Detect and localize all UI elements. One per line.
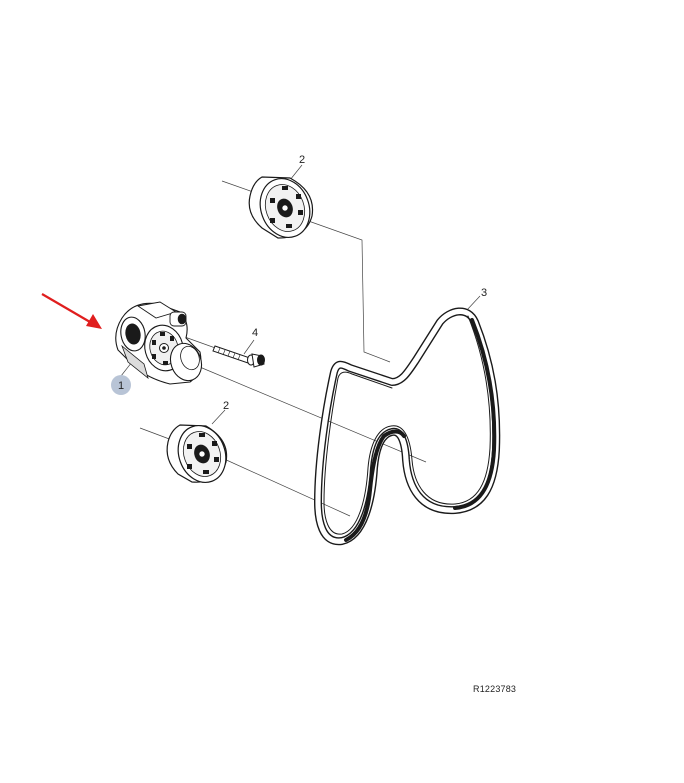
tensioner-bolt <box>212 345 265 368</box>
drawing-reference-code: R1223783 <box>473 684 517 694</box>
highlighted-callout-tensioner: 1 <box>111 375 131 395</box>
lower-idler-pulley <box>166 424 228 483</box>
highlight-badge <box>111 375 131 395</box>
callout-idler-upper: 2 <box>299 154 305 166</box>
callout-idler-lower: 2 <box>223 400 229 412</box>
callout-leader-lines <box>120 164 481 425</box>
serpentine-drive-belt <box>314 307 501 546</box>
upper-idler-pulley <box>248 176 314 239</box>
callout-bolt: 4 <box>252 327 258 339</box>
callout-labels: 2 3 4 2 1 <box>111 154 487 412</box>
red-pointer-arrow <box>41 293 102 329</box>
callout-belt: 3 <box>481 287 487 299</box>
belt-tensioner <box>115 301 203 385</box>
callout-tensioner: 1 <box>118 380 124 392</box>
